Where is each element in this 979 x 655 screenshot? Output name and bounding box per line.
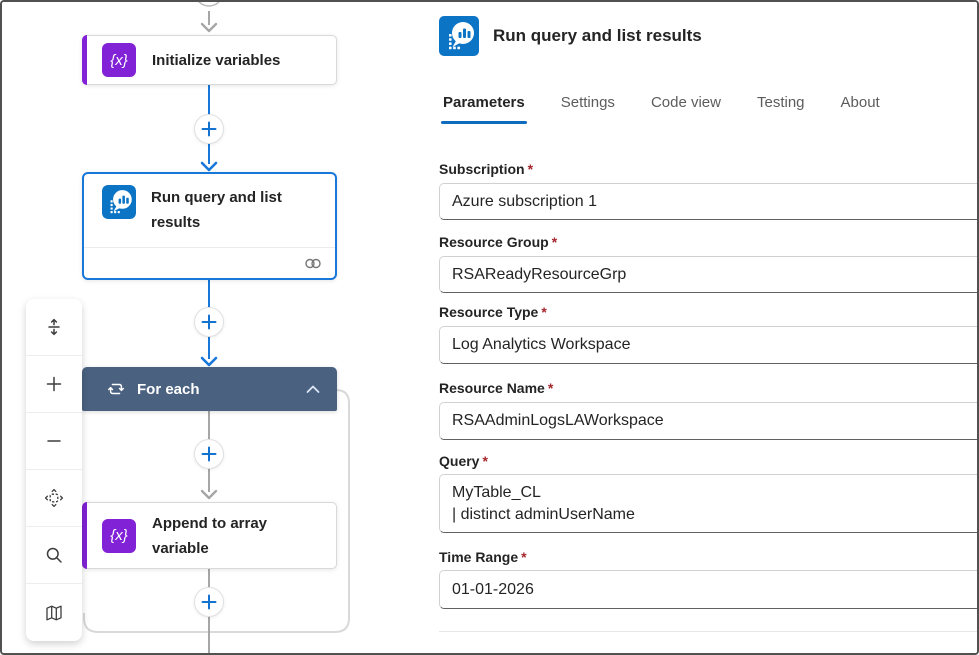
- minus-icon: [47, 440, 61, 442]
- required-asterisk: *: [482, 453, 488, 469]
- required-asterisk: *: [551, 234, 558, 250]
- link-icon[interactable]: [303, 256, 323, 271]
- zoom-out-button[interactable]: [26, 413, 82, 470]
- add-action-button-partial: [198, 2, 220, 7]
- variables-icon: {x}: [102, 43, 136, 77]
- add-action-button[interactable]: [194, 307, 224, 337]
- plus-icon: [201, 314, 217, 330]
- fit-view-icon: [48, 318, 60, 336]
- plus-icon: [46, 376, 62, 392]
- map-icon: [46, 605, 62, 620]
- required-asterisk: *: [527, 161, 534, 177]
- add-action-button[interactable]: [194, 114, 224, 144]
- loop-icon: [107, 383, 125, 395]
- required-asterisk: *: [547, 380, 554, 396]
- field-label-query: Query*: [439, 453, 488, 469]
- plus-icon: [201, 121, 217, 137]
- minimap-button[interactable]: [26, 584, 82, 641]
- tab-parameters[interactable]: Parameters: [441, 92, 527, 124]
- monitor-logs-icon: [102, 185, 136, 219]
- arrow-down-icon: [200, 22, 218, 33]
- workflow-canvas[interactable]: {x} Initialize variables: [2, 2, 424, 653]
- chevron-up-icon[interactable]: [303, 381, 323, 397]
- add-action-button[interactable]: [194, 439, 224, 469]
- node-run-query[interactable]: Run query and list results: [82, 172, 337, 280]
- panel-header: Run query and list results: [439, 16, 702, 56]
- node-label: Run query and list results: [151, 189, 282, 231]
- time-range-input[interactable]: 01-01-2026: [439, 570, 977, 609]
- plus-icon: [201, 446, 217, 462]
- resource-name-input[interactable]: RSAAdminLogsLAWorkspace: [439, 402, 977, 440]
- node-for-each[interactable]: For each: [82, 367, 337, 411]
- search-icon: [46, 547, 62, 563]
- panel-title: Run query and list results: [493, 26, 702, 45]
- pan-icon: [44, 488, 64, 508]
- arrow-down-icon: [200, 489, 218, 500]
- plus-icon: [201, 594, 217, 610]
- tab-settings[interactable]: Settings: [560, 94, 615, 111]
- query-input[interactable]: MyTable_CL | distinct adminUserName: [439, 474, 977, 533]
- panel-bottom-divider: [439, 631, 977, 632]
- add-action-button[interactable]: [194, 587, 224, 617]
- node-footer: [84, 247, 335, 278]
- fit-view-button[interactable]: [26, 299, 82, 356]
- variables-icon: {x}: [102, 518, 136, 553]
- node-append-to-array[interactable]: {x} Append to array variable: [82, 502, 337, 569]
- node-accent-bar: [82, 35, 87, 85]
- arrow-down-icon: [200, 161, 218, 172]
- monitor-logs-icon: [439, 16, 479, 56]
- required-asterisk: *: [521, 549, 527, 565]
- subscription-input[interactable]: Azure subscription 1: [439, 183, 977, 220]
- tab-about[interactable]: About: [840, 94, 880, 111]
- tab-bar: Parameters Settings Code view Testing Ab…: [441, 92, 882, 124]
- required-asterisk: *: [541, 304, 547, 320]
- node-label: For each: [137, 380, 200, 398]
- node-label: Append to array variable: [152, 514, 268, 557]
- node-label: Initialize variables: [152, 51, 281, 69]
- field-label-time-range: Time Range*: [439, 549, 527, 565]
- node-accent-bar: [82, 502, 87, 569]
- field-label-resource-type: Resource Type*: [439, 304, 547, 320]
- field-label-resource-group: Resource Group*: [439, 234, 558, 250]
- tab-testing[interactable]: Testing: [756, 94, 805, 111]
- zoom-in-button[interactable]: [26, 356, 82, 413]
- details-panel: Run query and list results Parameters Se…: [423, 2, 977, 653]
- field-label-subscription: Subscription*: [439, 161, 534, 177]
- field-label-resource-name: Resource Name*: [439, 380, 554, 396]
- arrow-down-icon: [200, 356, 218, 367]
- tab-code-view[interactable]: Code view: [650, 94, 721, 111]
- pan-mode-button[interactable]: [26, 470, 82, 527]
- search-button[interactable]: [26, 527, 82, 584]
- resource-group-input[interactable]: RSAReadyResourceGrp: [439, 256, 977, 293]
- canvas-toolbar: [26, 299, 82, 641]
- node-initialize-variables[interactable]: {x} Initialize variables: [82, 35, 337, 85]
- resource-type-input[interactable]: Log Analytics Workspace: [439, 326, 977, 364]
